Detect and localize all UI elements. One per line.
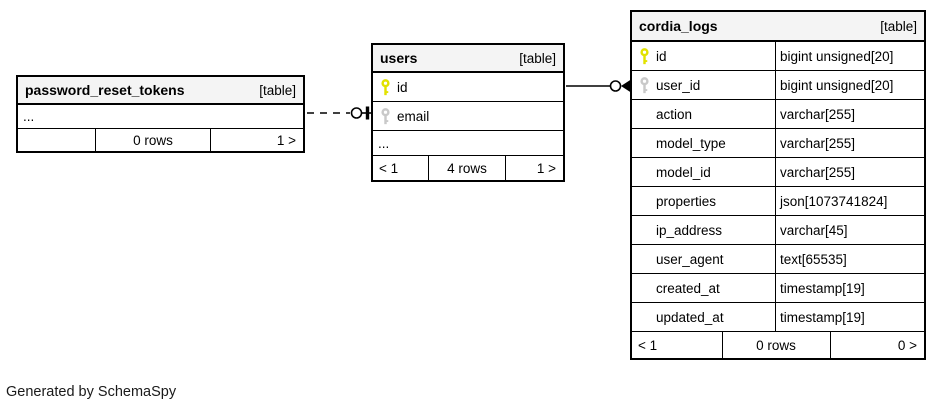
footer-children: 0 > (897, 337, 917, 353)
table-password-reset-tokens[interactable]: password_reset_tokens [table] ... 0 rows… (16, 75, 305, 153)
column-type: varchar[255] (780, 106, 856, 122)
footer-parents: < 1 (632, 332, 723, 358)
ellipsis-text: ... (23, 109, 35, 124)
column-type: text[65535] (780, 251, 847, 267)
column-row-id: id (373, 73, 563, 102)
table-badge: [table] (519, 50, 556, 66)
column-name: id (397, 79, 408, 95)
ellipsis-text: ... (378, 135, 390, 151)
column-row-model-type: model_type varchar[255] (632, 129, 924, 158)
column-row-email: email (373, 102, 563, 131)
footer-parents: < 1 (373, 156, 429, 180)
table-users[interactable]: users [table] id email (371, 43, 565, 182)
footer-row-count: 0 rows (723, 332, 831, 358)
column-type: timestamp[19] (780, 309, 865, 325)
column-type: bigint unsigned[20] (780, 48, 894, 64)
table-header: password_reset_tokens [table] (18, 77, 303, 105)
generated-by-note: Generated by SchemaSpy (6, 384, 177, 400)
column-name: action (656, 106, 693, 122)
column-name: user_id (656, 77, 701, 93)
column-row-model-id: model_id varchar[255] (632, 158, 924, 187)
column-type: bigint unsigned[20] (780, 77, 894, 93)
table-footer: < 1 0 rows 0 > (632, 332, 924, 358)
columns-ellipsis: ... (18, 105, 303, 129)
table-title[interactable]: users (380, 50, 418, 66)
table-footer: < 1 4 rows 1 > (373, 156, 563, 180)
column-row-properties: properties json[1073741824] (632, 187, 924, 216)
columns-ellipsis: ... (373, 131, 563, 156)
column-name: id (656, 48, 667, 64)
table-header: cordia_logs [table] (632, 12, 924, 42)
column-row-user-id: user_id bigint unsigned[20] (632, 71, 924, 100)
column-type: varchar[45] (780, 222, 848, 238)
column-type: timestamp[19] (780, 280, 865, 296)
table-title[interactable]: password_reset_tokens (25, 82, 185, 98)
column-name: ip_address (656, 222, 723, 238)
foreign-key-icon (373, 102, 397, 130)
column-name: created_at (656, 280, 720, 296)
column-row-updated-at: updated_at timestamp[19] (632, 303, 924, 332)
column-name: model_id (656, 164, 711, 180)
foreign-key-icon (632, 76, 656, 94)
table-title[interactable]: cordia_logs (639, 18, 718, 34)
column-row-action: action varchar[255] (632, 100, 924, 129)
column-name: email (397, 108, 430, 124)
table-header: users [table] (373, 45, 563, 73)
column-row-ip-address: ip_address varchar[45] (632, 216, 924, 245)
column-type: varchar[255] (780, 164, 856, 180)
connector-users-to-cordia-logs (566, 79, 631, 93)
connector-password-reset-tokens-to-users (307, 106, 371, 120)
footer-row-count: 0 rows (96, 129, 212, 151)
table-footer: 0 rows 1 > (18, 129, 303, 151)
table-badge: [table] (259, 82, 296, 98)
column-name: properties (656, 193, 717, 209)
column-type: json[1073741824] (780, 193, 888, 209)
column-row-created-at: created_at timestamp[19] (632, 274, 924, 303)
column-name: model_type (656, 135, 726, 151)
footer-children: 1 > (276, 132, 296, 148)
footer-row-count: 4 rows (429, 156, 507, 180)
table-cordia-logs[interactable]: cordia_logs [table] id bigint unsigned[2… (630, 10, 926, 360)
column-name: user_agent (656, 251, 724, 267)
column-row-user-agent: user_agent text[65535] (632, 245, 924, 274)
column-name: updated_at (656, 309, 724, 325)
primary-key-icon (373, 73, 397, 101)
column-row-id: id bigint unsigned[20] (632, 42, 924, 71)
table-badge: [table] (880, 18, 917, 34)
footer-children: 1 > (536, 160, 556, 176)
column-type: varchar[255] (780, 135, 856, 151)
primary-key-icon (632, 47, 656, 65)
footer-parents (18, 129, 96, 151)
